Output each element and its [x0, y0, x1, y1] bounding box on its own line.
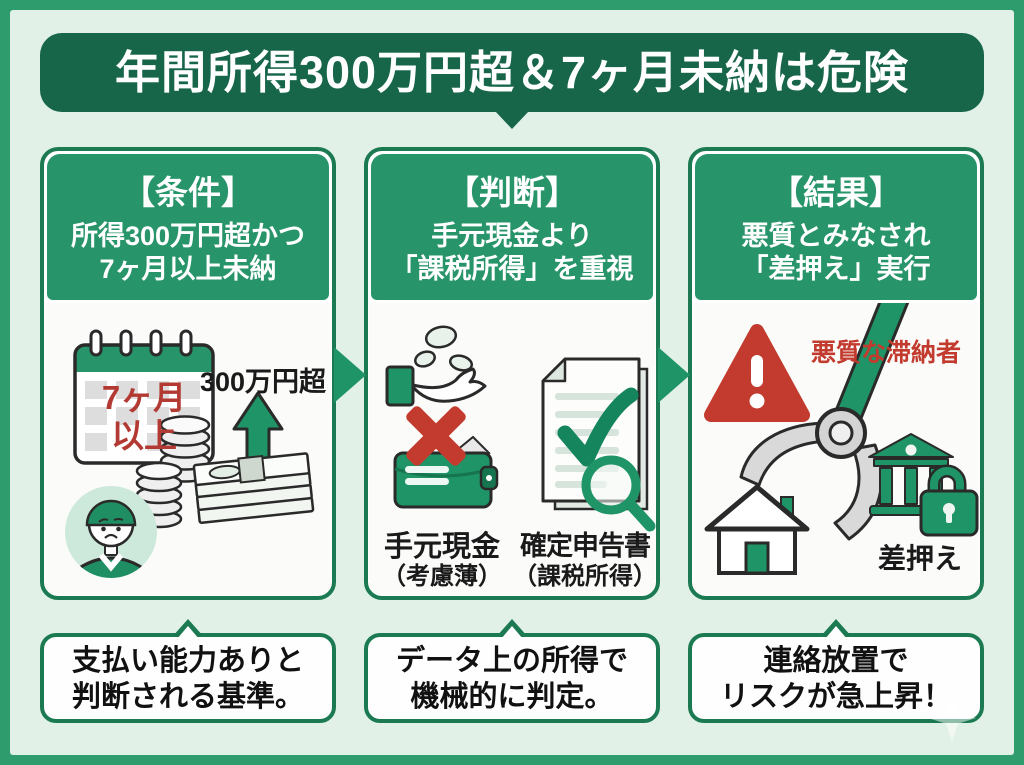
coin-stack-icon [135, 415, 211, 529]
column-heading: 【条件】 [122, 174, 254, 211]
tax-return-sublabel: （課税所得） [513, 563, 657, 590]
column-header-judgment: 【判断】 手元現金より 「課税所得」を重視 [371, 154, 653, 300]
up-arrow-icon [232, 391, 284, 463]
column-subline: 「差押え」実行 [741, 254, 931, 284]
result-illustration-graphic [704, 303, 979, 575]
red-x-icon [406, 406, 466, 466]
bubble-text: 判断される基準。 [71, 681, 304, 713]
illustration-judgment: 手元現金 （考慮薄） 確定申告書 （課税所得） [369, 303, 657, 595]
seizure-label: 差押え [877, 543, 962, 574]
tax-return-label: 確定申告書 [520, 531, 651, 561]
check-mark-icon [557, 387, 639, 467]
column-card-condition: 【条件】 所得300万円超かつ 7ヶ月以上未納 [40, 147, 336, 600]
column-card-result: 【結果】 悪質とみなされ 「差押え」実行 [688, 147, 984, 600]
bubble-notch-fill [501, 626, 523, 639]
illustration-condition: 7ヶ月 以上 300万円超 [45, 303, 331, 595]
calendar-icon [73, 329, 215, 465]
bubble-notch-fill [177, 626, 199, 639]
title-pointer-down [495, 111, 529, 129]
cash-sublabel: （考慮薄） [382, 563, 502, 590]
flow-arrow-right-2 [658, 347, 690, 403]
column-heading: 【判断】 [446, 174, 578, 211]
column-subline: 悪質とみなされ [741, 221, 931, 251]
column-header-result: 【結果】 悪質とみなされ 「差押え」実行 [695, 154, 977, 300]
bubble-text: 機械的に判定。 [410, 681, 614, 713]
wallet-icon [393, 435, 499, 509]
poster-background: 年間所得300万円超＆7ヶ月未納は危険 【条件】 所得300万円超かつ 7ヶ月以… [10, 10, 1014, 755]
magnifier-icon [581, 455, 656, 532]
worried-person-avatar [65, 486, 157, 578]
title-banner: 年間所得300万円超＆7ヶ月未納は危険 [40, 33, 984, 129]
note-bubble-condition: 支払い能力ありと 判断される基準。 [40, 619, 336, 723]
judgment-illustration-graphic [385, 325, 656, 532]
calendar-months-label: 7ヶ月 以上 [101, 379, 187, 454]
bubble-text: 連絡放置で [763, 645, 909, 677]
column-subline: 7ヶ月以上未納 [99, 254, 277, 284]
hand-coins-icon [385, 325, 487, 407]
banknote-stack-icon [192, 452, 315, 524]
bubble-text: データ上の所得で [395, 645, 628, 677]
amount-label: 300万円超 [199, 367, 327, 397]
warning-triangle-icon [704, 324, 810, 422]
note-bubble-result: 連絡放置で リスクが急上昇！ [688, 619, 984, 723]
house-icon [704, 484, 810, 575]
bubble-text: リスクが急上昇！ [719, 681, 952, 713]
column-header-condition: 【条件】 所得300万円超かつ 7ヶ月以上未納 [47, 154, 329, 300]
illustration-result: 悪質な滞納者 差押え [693, 303, 979, 595]
delinquent-warning-label: 悪質な滞納者 [810, 339, 961, 367]
note-bubble-judgment: データ上の所得で 機械的に判定。 [364, 619, 660, 723]
condition-illustration-graphic [65, 329, 315, 578]
title-text: 年間所得300万円超＆7ヶ月未納は危険 [114, 47, 910, 98]
column-subline: 「課税所得」を重視 [390, 254, 634, 284]
column-subline: 所得300万円超かつ [70, 221, 306, 251]
column-heading: 【結果】 [770, 174, 902, 211]
bubble-text: 支払い能力ありと [71, 645, 304, 677]
bubble-notch-fill [825, 626, 847, 639]
column-card-judgment: 【判断】 手元現金より 「課税所得」を重視 [364, 147, 660, 600]
padlock-icon [919, 464, 979, 537]
flow-arrow-right-1 [334, 347, 366, 403]
cash-label: 手元現金 [383, 531, 500, 563]
column-subline: 手元現金より [431, 221, 593, 251]
